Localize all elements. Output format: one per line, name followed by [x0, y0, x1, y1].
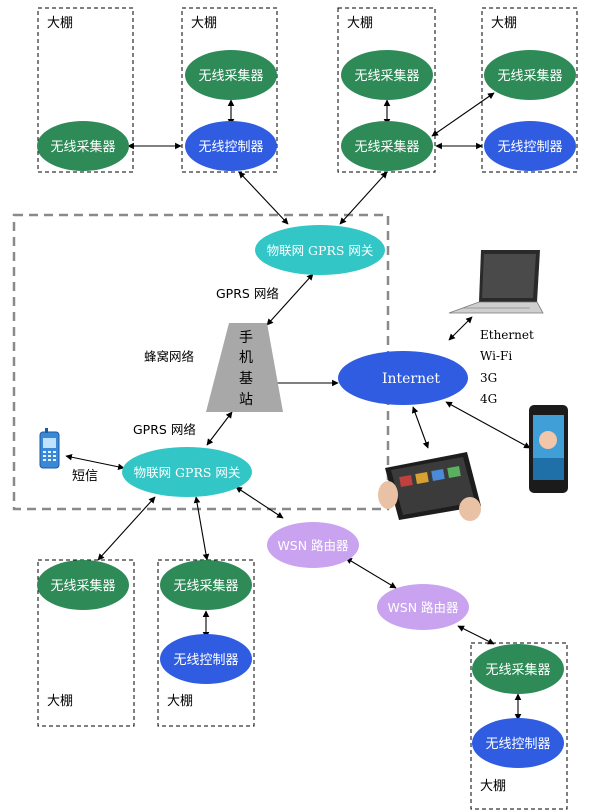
base-station-char: 基 [239, 370, 253, 387]
base-station-char: 站 [239, 392, 253, 408]
greenhouse-label: 大棚 [191, 16, 217, 31]
collector-label: 无线采集器 [173, 578, 238, 594]
iot-gprs-gateway-top: 物联网 GPRS 网关 [255, 225, 385, 275]
base-station-char: 手 [239, 330, 253, 346]
wsn-router-label: WSN 路由器 [277, 538, 349, 553]
smartphone-icon [529, 405, 568, 493]
greenhouse-label: 大棚 [480, 779, 506, 794]
wireless-controller-node: 无线控制器 [484, 121, 576, 171]
collector-label: 无线采集器 [354, 139, 419, 155]
collector-label: 无线采集器 [50, 578, 115, 594]
wireless-collector-node: 无线采集器 [341, 121, 433, 171]
wireless-collector-node: 无线采集器 [37, 560, 129, 610]
collector-label: 无线采集器 [50, 139, 115, 155]
internet-label: Internet [382, 371, 440, 387]
greenhouse-box-6 [157, 559, 255, 727]
collector-label: 无线采集器 [485, 662, 550, 678]
greenhouse-box-5 [37, 559, 135, 727]
greenhouse-box-2 [181, 7, 278, 173]
tablet-icon [378, 452, 481, 521]
collector-label: 无线采集器 [354, 68, 419, 84]
wireless-collector-node: 无线采集器 [472, 644, 564, 694]
wireless-collector-node: 无线采集器 [185, 50, 277, 100]
wsn-router-label: WSN 路由器 [387, 600, 459, 615]
wsn-router-1: WSN 路由器 [267, 522, 359, 568]
greenhouse-box-7 [470, 642, 568, 810]
link-type-3g: 3G [480, 371, 497, 385]
mobile-base-station: 手 机 基 站 [206, 323, 283, 412]
greenhouse-box-4 [481, 7, 578, 173]
controller-label: 无线控制器 [497, 140, 562, 155]
base-station-char: 机 [239, 350, 253, 366]
iot-gprs-gateway-bottom: 物联网 GPRS 网关 [122, 447, 252, 497]
wireless-collector-node: 无线采集器 [484, 50, 576, 100]
collector-label: 无线采集器 [198, 68, 263, 84]
greenhouse-label: 大棚 [167, 694, 193, 709]
cellular-network-label: 蜂窝网络 [144, 349, 195, 364]
wireless-controller-node: 无线控制器 [472, 718, 564, 768]
greenhouse-box-1 [37, 7, 134, 173]
link-type-ethernet: Ethernet [480, 328, 534, 342]
wireless-controller-node: 无线控制器 [160, 634, 252, 684]
sms-label: 短信 [72, 469, 98, 484]
internet-node: Internet [338, 351, 468, 405]
greenhouse-label: 大棚 [47, 694, 73, 709]
link-type-4g: 4G [480, 392, 497, 406]
gprs-network-label-bottom: GPRS 网络 [133, 422, 196, 437]
mobile-phone-icon [39, 428, 60, 469]
wireless-collector-node: 无线采集器 [37, 121, 129, 171]
controller-label: 无线控制器 [173, 653, 238, 668]
greenhouse-label: 大棚 [347, 16, 373, 31]
greenhouse-label: 大棚 [47, 16, 73, 31]
wireless-collector-node: 无线采集器 [341, 50, 433, 100]
collector-label: 无线采集器 [497, 68, 562, 84]
link-type-wifi: Wi-Fi [480, 349, 512, 363]
gprs-network-label-top: GPRS 网络 [216, 286, 279, 301]
gateway-label: 物联网 GPRS 网关 [267, 243, 374, 258]
laptop-icon [448, 250, 544, 314]
wireless-controller-node: 无线控制器 [185, 121, 277, 171]
wireless-collector-node: 无线采集器 [160, 560, 252, 610]
controller-label: 无线控制器 [485, 737, 550, 752]
wsn-router-2: WSN 路由器 [377, 584, 469, 630]
controller-label: 无线控制器 [198, 140, 263, 155]
connections [65, 92, 531, 721]
greenhouse-label: 大棚 [491, 16, 517, 31]
gateway-label: 物联网 GPRS 网关 [134, 465, 241, 480]
